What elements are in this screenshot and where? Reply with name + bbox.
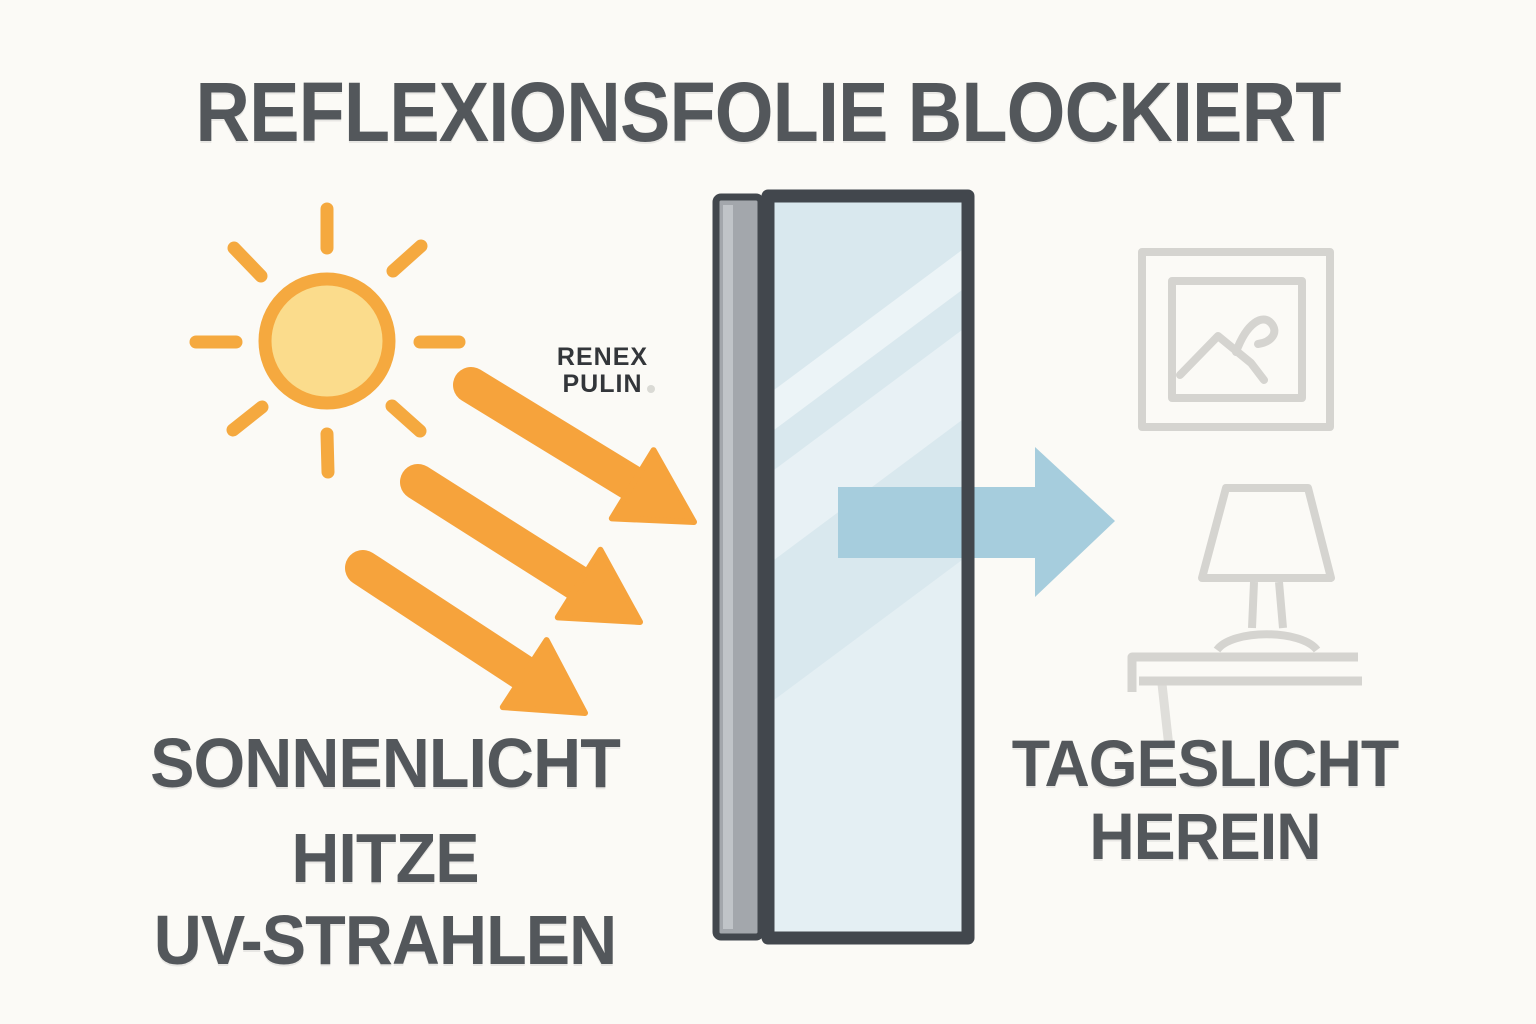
table-leg — [1157, 683, 1174, 748]
mountain-glyph — [1176, 332, 1268, 384]
sunlight-arrow-1 — [453, 367, 697, 525]
sunlight-arrow-2 — [400, 464, 643, 625]
glass-frame — [761, 189, 975, 945]
sun-rays — [189, 202, 466, 479]
sunlight-arrow-icons — [345, 367, 697, 716]
lamp-base — [1213, 630, 1321, 653]
blocked-label-uv: UV-STRAHLEN — [153, 901, 617, 979]
small-dot — [647, 385, 655, 393]
daylight-label-line-1: TAGESLICHT — [1011, 726, 1399, 800]
film-brand-label: RENEX PULIN — [525, 344, 680, 398]
side-table-icon — [1127, 652, 1362, 748]
glass-pane — [768, 196, 968, 938]
window-film-strip — [712, 193, 765, 941]
sun-icon — [189, 202, 466, 479]
daylight-label-line-2: HEREIN — [1089, 799, 1321, 873]
film-highlight — [723, 205, 733, 929]
sunlight-arrow-3 — [345, 550, 588, 716]
sun-core — [258, 272, 396, 410]
blocked-label-heat: HITZE — [291, 819, 479, 897]
glass-panel — [768, 196, 968, 938]
film-brand-line-2: PULIN — [562, 370, 643, 398]
table-top — [1127, 652, 1358, 692]
film-brand-line-1: RENEX — [556, 343, 649, 371]
picture-frame-icon — [1138, 248, 1334, 431]
table-lamp-icon — [1198, 484, 1335, 653]
daylight-arrow-icon — [838, 447, 1115, 597]
page-title: REFLEXIONSFOLIE BLOCKIERT — [195, 65, 1341, 159]
lamp-stem — [1248, 581, 1287, 629]
curve-glyph — [1232, 315, 1279, 356]
glass-reflection-streaks — [774, 250, 962, 932]
blocked-label-sunlight: SONNENLICHT — [150, 724, 621, 802]
lamp-shade — [1198, 484, 1335, 582]
